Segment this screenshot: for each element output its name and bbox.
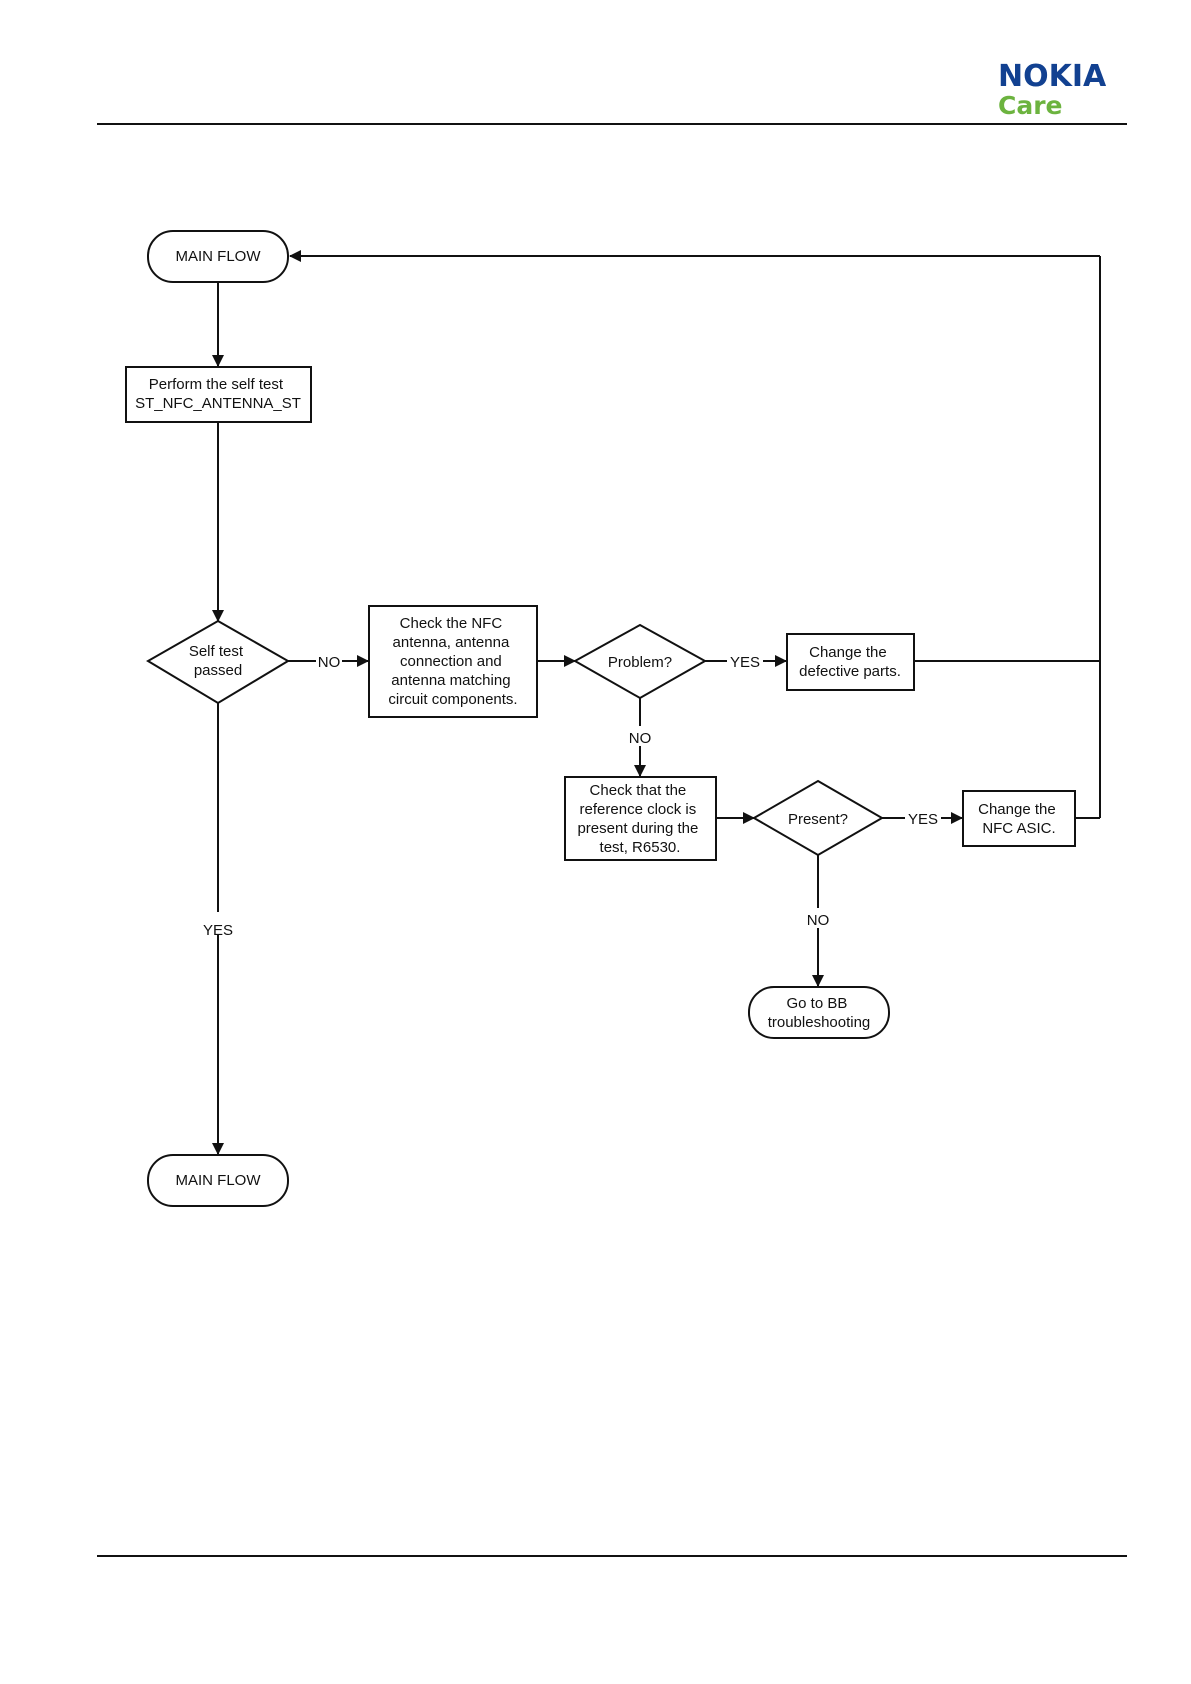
main-flow-top-terminal: MAIN FLOW (147, 230, 289, 283)
self-test-step-line: Perform the self test (149, 376, 284, 393)
svg-text:Check that the referen: Check that the reference clock is presen… (577, 782, 702, 856)
check-reference-clock-box: Check that the reference clock is presen… (564, 776, 717, 861)
check-antenna-line: connection and (400, 653, 502, 670)
check-clock-line: reference clock is (580, 801, 697, 818)
svg-text:Go to BB troubleshooti: Go to BB troubleshooting (768, 995, 871, 1031)
perform-self-test-box: Perform the self test ST_NFC_ANTENNA_ST (125, 366, 312, 423)
nokia-logo: NOKIA (998, 59, 1107, 94)
footer-rule (97, 1555, 1127, 1557)
problem-decision: Problem? (572, 623, 708, 700)
svg-text:Perform the self test: Perform the self test ST_NFC_ANTENNA_ST (135, 376, 301, 412)
self-test-decision-line: passed (194, 662, 242, 679)
check-nfc-antenna-box: Check the NFC antenna, antenna connectio… (368, 605, 538, 718)
problem-decision-label: Problem? (608, 654, 672, 671)
self-test-decision-line: Self test (189, 643, 244, 660)
present-decision: Present? (752, 779, 884, 857)
main-flow-top-label: MAIN FLOW (176, 248, 262, 265)
change-nfc-asic-box: Change the NFC ASIC. (962, 790, 1076, 847)
change-defective-parts-box: Change the defective parts. (786, 633, 915, 691)
go-to-bb-line: troubleshooting (768, 1014, 871, 1031)
present-yes-label: YES (908, 811, 938, 828)
change-parts-line: defective parts. (799, 663, 901, 680)
check-antenna-line: Check the NFC (400, 615, 503, 632)
flow-connectors (212, 250, 1101, 1155)
check-antenna-line: antenna matching (391, 672, 510, 689)
present-decision-label: Present? (788, 811, 848, 828)
svg-text:Check the NFC antenna,: Check the NFC antenna, antenna connectio… (388, 615, 517, 708)
svg-text:Self test passed: Self test passed (189, 643, 247, 679)
check-antenna-line: circuit components. (388, 691, 517, 708)
present-no-label: NO (807, 912, 830, 929)
go-to-bb-line: Go to BB (786, 995, 847, 1012)
main-flow-bottom-terminal: MAIN FLOW (147, 1154, 289, 1207)
self-test-passed-decision: Self test passed (146, 619, 290, 705)
check-clock-line: present during the (577, 820, 698, 837)
header-rule (97, 123, 1127, 125)
care-logo: Care (998, 91, 1063, 120)
change-asic-line: NFC ASIC. (982, 820, 1055, 837)
go-to-bb-terminal: Go to BB troubleshooting (748, 986, 890, 1039)
check-clock-line: test, R6530. (600, 839, 681, 856)
problem-no-label: NO (629, 730, 652, 747)
check-antenna-line: antenna, antenna (393, 634, 510, 651)
self-test-yes-label: YES (203, 922, 233, 939)
main-flow-bottom-label: MAIN FLOW (176, 1172, 262, 1189)
svg-text:Change the NFC ASIC.: Change the NFC ASIC. (978, 801, 1060, 837)
change-asic-line: Change the (978, 801, 1056, 818)
svg-text:Change the defective p: Change the defective parts. (799, 644, 901, 680)
self-test-no-label: NO (318, 654, 341, 671)
self-test-step-line: ST_NFC_ANTENNA_ST (135, 395, 301, 412)
check-clock-line: Check that the (590, 782, 687, 799)
change-parts-line: Change the (809, 644, 887, 661)
problem-yes-label: YES (730, 654, 760, 671)
